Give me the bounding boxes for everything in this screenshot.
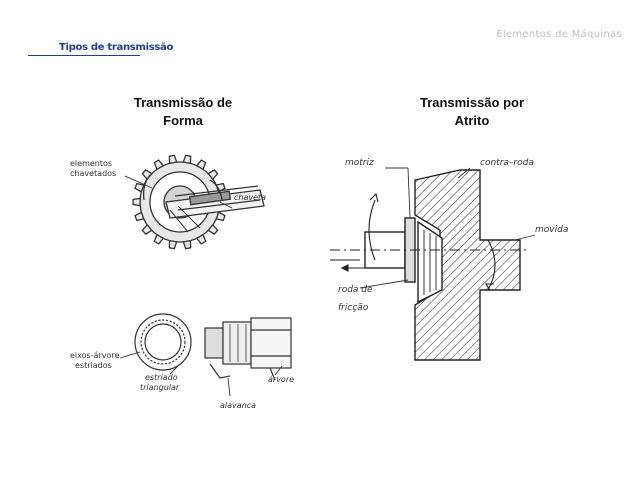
label-roda-de: roda de (338, 285, 373, 295)
gear-arrow-pointer (124, 175, 233, 209)
label-elementos-1: elementos (70, 159, 112, 168)
gear-tooth (134, 182, 145, 193)
label-estriado-1: estriado (145, 373, 178, 382)
gear-tooth (132, 197, 141, 207)
gear-tooth (207, 169, 219, 181)
shaft-leader-lines (119, 351, 283, 397)
gear-tooth (153, 159, 165, 171)
heading-atrito-line2: Atrito (454, 113, 490, 128)
friction-leaders (359, 167, 536, 289)
gear-tooth (182, 154, 192, 165)
label-estriado-2: triangular (140, 383, 180, 392)
motion-arrows (340, 192, 496, 291)
label-chaveta: chaveta (234, 193, 266, 202)
heading-forma-line1: Transmissão de (133, 95, 233, 110)
gear-tooth (141, 223, 153, 235)
label-friccao: fricção (338, 303, 369, 313)
label-eixos-2: estriados (75, 361, 112, 370)
figure-transmissao-forma: elementos chavetados chaveta (70, 140, 300, 415)
gear-tooth (182, 239, 192, 250)
heading-forma-line2: Forma (163, 113, 203, 128)
label-arvore: árvore (268, 375, 294, 384)
splined-wheel-drawing (134, 313, 192, 371)
gear-tooth (168, 239, 178, 250)
gear-tooth (215, 211, 226, 222)
counter-wheel-drawing (414, 169, 521, 361)
gear-tooth (195, 159, 207, 171)
label-movida: movida (535, 225, 568, 235)
section-title: Tipos de transmissão (59, 42, 174, 53)
splined-shaft-drawing (204, 317, 292, 381)
heading-atrito-line1: Transmissão por (419, 95, 525, 110)
keyed-gear-drawing (132, 154, 265, 250)
label-eixos-1: eixos-árvore (70, 351, 120, 360)
gear-tooth (134, 211, 145, 222)
label-contra-roda: contra–roda (480, 158, 534, 168)
course-title: Elementos de Máquinas (496, 29, 622, 40)
gear-tooth (168, 154, 178, 165)
heading-transmissao-forma: Transmissão de Forma (107, 94, 259, 130)
label-alavanca: alavanca (220, 401, 256, 410)
heading-transmissao-atrito: Transmissão por Atrito (394, 94, 550, 130)
label-elementos-2: chavetados (70, 169, 116, 178)
gear-tooth (153, 233, 165, 245)
section-underline (28, 55, 140, 56)
figure-transmissao-atrito: motriz contra–roda movida roda de fricçã… (330, 140, 586, 375)
gear-tooth (195, 233, 207, 245)
label-motriz: motriz (345, 158, 374, 168)
gear-tooth (207, 223, 219, 235)
